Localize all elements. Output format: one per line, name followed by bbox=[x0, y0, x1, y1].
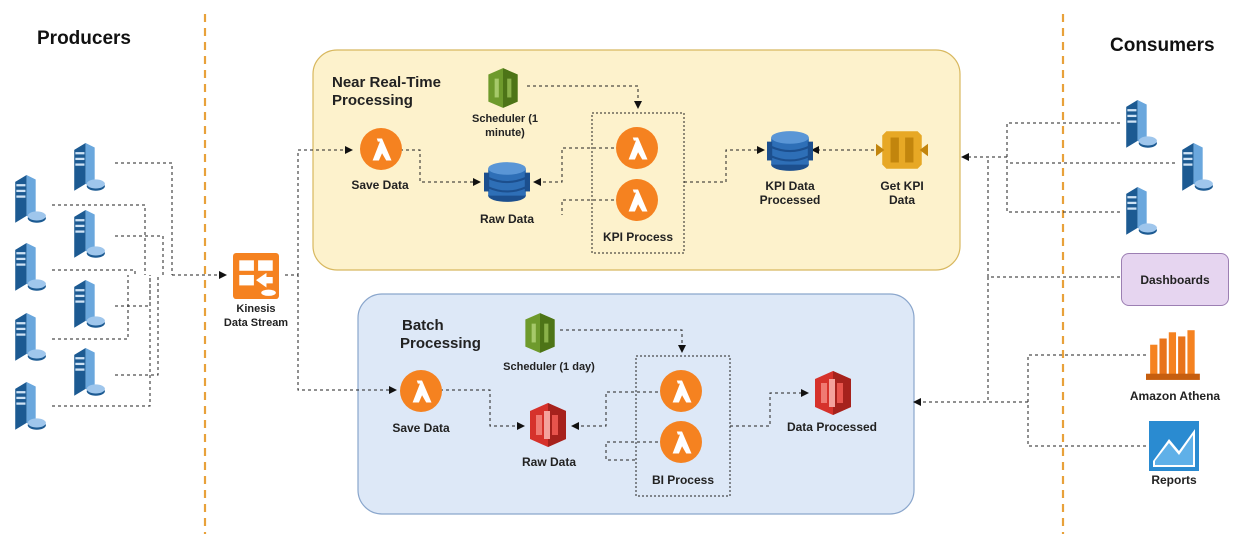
server-icon bbox=[15, 382, 46, 430]
flow-connectors bbox=[285, 85, 874, 461]
kpi-process-group bbox=[591, 112, 685, 254]
bi-process-label: BI Process bbox=[651, 473, 715, 487]
quicksight-icon bbox=[1149, 421, 1199, 471]
kpi-processed-line1: KPI Data bbox=[765, 179, 815, 193]
kinesis-line1: Kinesis bbox=[236, 303, 276, 315]
lambda-icon bbox=[616, 179, 658, 221]
batch-title-line1: Batch bbox=[402, 317, 444, 334]
scheduler-icon bbox=[488, 68, 518, 108]
batch-save-data-label: Save Data bbox=[392, 421, 450, 435]
server-icon bbox=[1126, 187, 1157, 235]
get-kpi-line2: Data bbox=[888, 193, 915, 207]
server-icon bbox=[74, 210, 105, 258]
batch-title-line2: Processing bbox=[400, 335, 481, 352]
realtime-zone-title: Near Real-Time Processing bbox=[332, 74, 441, 110]
realtime-title-line2: Processing bbox=[332, 92, 413, 109]
server-icon bbox=[1182, 143, 1213, 191]
consumers-heading: Consumers bbox=[1110, 35, 1215, 56]
server-icon bbox=[74, 348, 105, 396]
producer-servers bbox=[15, 143, 105, 430]
server-icon bbox=[1126, 100, 1157, 148]
reports-label: Reports bbox=[1151, 473, 1197, 487]
realtime-scheduler-line1: Scheduler (1 bbox=[471, 113, 539, 125]
realtime-raw-data-label: Raw Data bbox=[479, 212, 535, 226]
dynamodb-icon bbox=[484, 161, 530, 203]
server-icon bbox=[15, 243, 46, 291]
api-gateway-icon bbox=[876, 131, 928, 169]
s3-icon bbox=[815, 371, 851, 415]
kinesis-icon bbox=[233, 253, 279, 299]
realtime-scheduler-line2: minute) bbox=[485, 127, 525, 139]
batch-zone-title: Batch Processing bbox=[400, 317, 481, 353]
server-icon bbox=[74, 280, 105, 328]
data-processed-label: Data Processed bbox=[786, 420, 878, 434]
dynamodb-icon bbox=[767, 130, 813, 172]
server-icon bbox=[74, 143, 105, 191]
lambda-icon bbox=[660, 421, 702, 463]
dashboards-box[interactable]: Dashboards bbox=[1121, 253, 1229, 306]
kinesis-label: Kinesis Data Stream bbox=[210, 302, 302, 330]
realtime-scheduler-label: Scheduler (1 minute) bbox=[460, 112, 550, 140]
server-icon bbox=[15, 313, 46, 361]
kpi-process-label: KPI Process bbox=[602, 230, 674, 244]
lambda-icon bbox=[360, 128, 402, 170]
kpi-processed-line2: Processed bbox=[759, 193, 821, 207]
get-kpi-data-label: Get KPI Data bbox=[862, 179, 942, 207]
amazon-athena-label: Amazon Athena bbox=[1129, 389, 1221, 403]
kinesis-line2: Data Stream bbox=[223, 317, 289, 329]
producers-heading: Producers bbox=[37, 28, 131, 49]
lambda-icon bbox=[660, 370, 702, 412]
get-kpi-line1: Get KPI bbox=[880, 179, 924, 193]
kpi-data-processed-label: KPI Data Processed bbox=[745, 179, 835, 207]
lambda-icon bbox=[616, 127, 658, 169]
server-icon bbox=[15, 175, 46, 223]
realtime-save-data-label: Save Data bbox=[351, 178, 409, 192]
batch-scheduler-label: Scheduler (1 day) bbox=[503, 361, 595, 373]
consumer-connectors bbox=[913, 122, 1175, 447]
lambda-icon bbox=[400, 370, 442, 412]
athena-icon bbox=[1146, 330, 1200, 380]
batch-raw-data-label: Raw Data bbox=[521, 455, 577, 469]
realtime-title-line1: Near Real-Time bbox=[332, 74, 441, 91]
s3-icon bbox=[530, 403, 566, 447]
producer-connectors bbox=[52, 162, 227, 407]
scheduler-icon bbox=[525, 313, 555, 353]
